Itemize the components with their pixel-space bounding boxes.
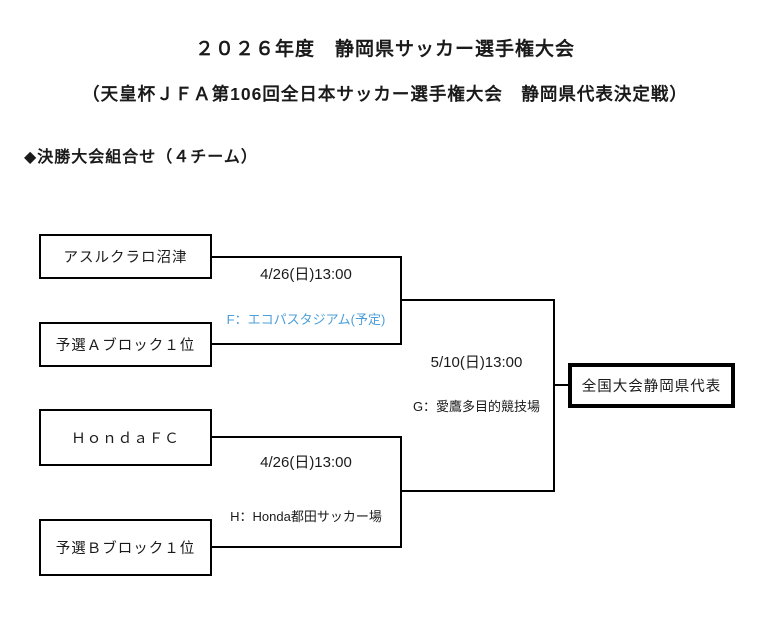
section-heading: ◆決勝大会組合せ（４チーム） (24, 149, 258, 166)
page-subtitle: （天皇杯ＪＦＡ第106回全日本サッカー選手権大会 静岡県代表決定戦） (82, 84, 688, 104)
team-box-qualifier-block-a: 予選Ａブロック１位 (39, 322, 212, 367)
team-box-qualifier-block-b: 予選Ｂブロック１位 (39, 519, 212, 576)
connector-line-team4 (212, 546, 400, 548)
winner-label: 全国大会静岡県代表 (581, 379, 722, 395)
winner-box-national-representative: 全国大会静岡県代表 (568, 363, 735, 408)
semifinal1-datetime: 4/26(日)13:00 (260, 266, 352, 283)
team-box-azul-claro-numazu: アスルクラロ沼津 (39, 234, 212, 279)
connector-line-team2 (212, 343, 400, 345)
final-venue: G：愛鷹多目的競技場 (412, 399, 541, 414)
team-name: 予選Ａブロック１位 (55, 338, 196, 354)
final-datetime: 5/10(日)13:00 (430, 354, 523, 371)
connector-line-final-winner (553, 384, 568, 386)
connector-line-team1 (212, 256, 400, 258)
team-name: ＨｏｎｄａＦＣ (71, 431, 180, 447)
connector-vertical-semifinal2 (400, 436, 402, 548)
connector-line-semifinal1-winner (400, 299, 553, 301)
semifinal1-venue: F：エコパスタジアム(予定) (226, 312, 386, 327)
team-name: アスルクラロ沼津 (63, 250, 188, 266)
team-name: 予選Ｂブロック１位 (55, 541, 196, 557)
semifinal2-datetime: 4/26(日)13:00 (260, 454, 352, 471)
page-title: ２０２６年度 静岡県サッカー選手権大会 (194, 39, 575, 60)
semifinal2-venue: H：Honda都田サッカー場 (230, 509, 382, 524)
team-box-honda-fc: ＨｏｎｄａＦＣ (39, 409, 212, 466)
connector-line-semifinal2-winner (400, 490, 553, 492)
connector-line-team3 (212, 436, 400, 438)
connector-vertical-final (553, 299, 555, 492)
